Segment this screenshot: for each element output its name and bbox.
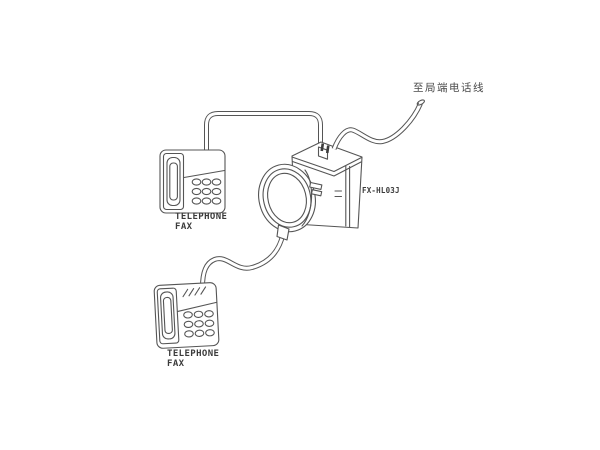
keypad (191, 178, 222, 205)
keypad (183, 310, 215, 338)
top-jack-plug (317, 143, 330, 160)
top-device-label-line1: TELEPHONE (175, 212, 228, 222)
top-device-label: TELEPHONE FAX (175, 212, 227, 232)
handset-icon (160, 291, 176, 340)
bottom-telephone-fax (153, 282, 220, 349)
keypad-divider (183, 169, 226, 179)
plug-latch (309, 181, 323, 197)
top-telephone-fax (159, 149, 226, 214)
bottom-device-label: TELEPHONE FAX (167, 349, 219, 369)
plug-side-edge (301, 169, 313, 227)
network-line-label: 至局端电话线 (413, 82, 485, 94)
handset-icon (166, 156, 181, 207)
cable-top-phone-to-adapter (204, 111, 323, 155)
top-device-label-line2: FAX (175, 222, 193, 232)
speaker-slashes (182, 286, 207, 298)
cable-adapter-to-network (331, 99, 425, 150)
adapter-model-label: FX-HL03J (362, 186, 400, 195)
round-plug-connector (258, 163, 323, 241)
cable-plug-to-bottom-phone (200, 233, 286, 288)
plug-cable-tail (276, 224, 290, 241)
adapter-vent-dashes (334, 190, 343, 198)
cable-open-end (416, 99, 425, 106)
adapter-top-edge (291, 156, 363, 173)
bottom-device-label-line1: TELEPHONE (167, 349, 220, 359)
bottom-device-label-line2: FAX (167, 359, 185, 369)
keypad-divider (177, 301, 217, 312)
